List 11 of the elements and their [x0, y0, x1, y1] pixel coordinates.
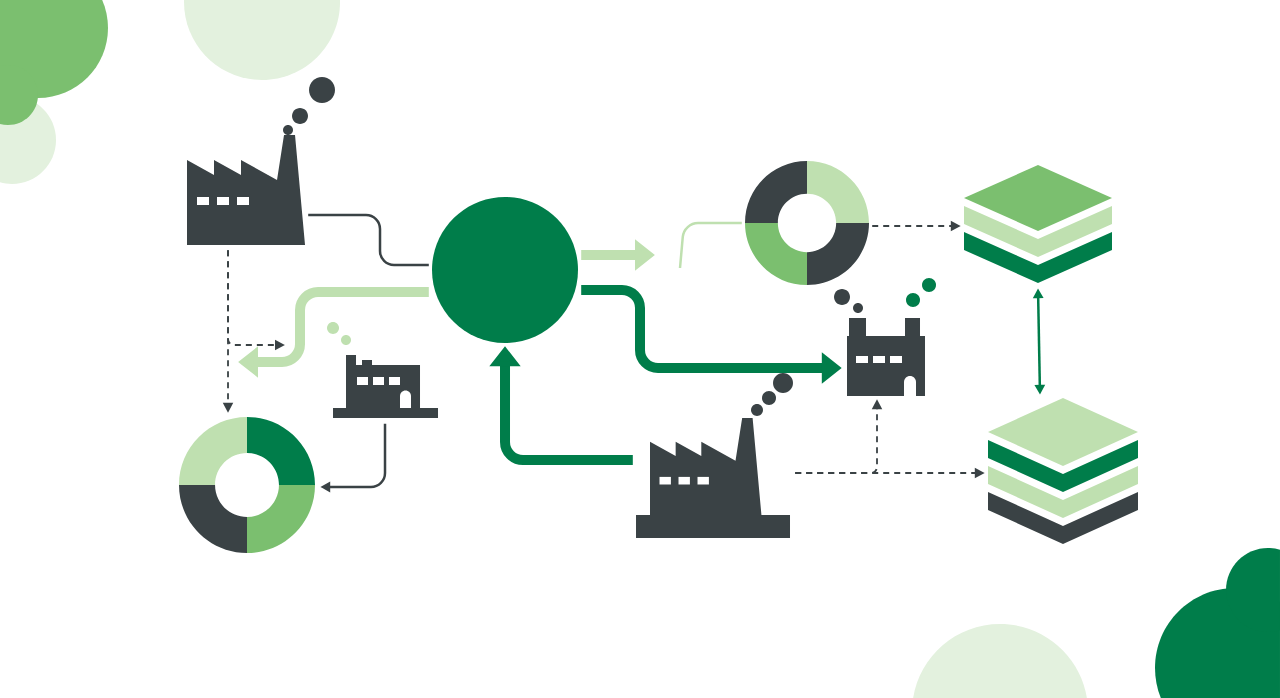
- factory-icon: [834, 278, 936, 396]
- connector-line: [308, 213, 429, 267]
- circle-node: [432, 197, 578, 343]
- factory-icon: [187, 77, 335, 245]
- donut-icon: [745, 161, 869, 285]
- layer-stack-icon: [988, 398, 1138, 544]
- factory-icon: [327, 322, 438, 418]
- layer-stack-icon: [964, 165, 1112, 283]
- connector-line: [678, 221, 742, 269]
- factory-icon: [636, 373, 793, 538]
- donut-icon: [179, 417, 315, 553]
